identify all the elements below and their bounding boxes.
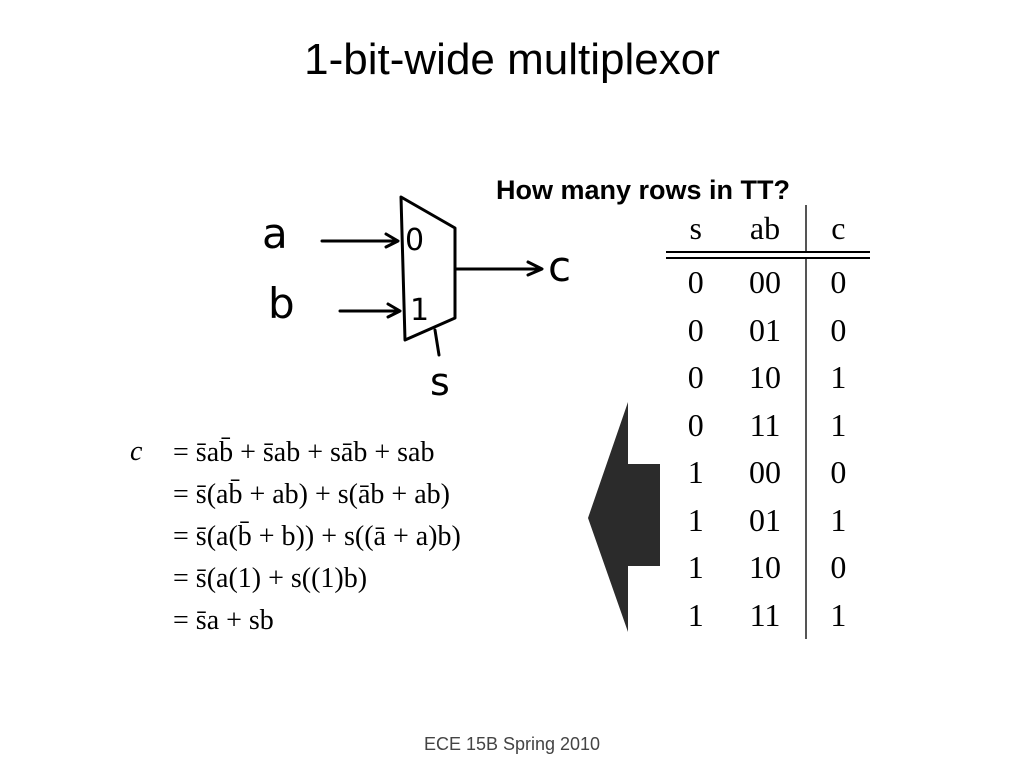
cell-s: 0 <box>687 264 704 300</box>
cell-ab: 00 <box>749 454 782 490</box>
cell-ab: 01 <box>749 311 782 348</box>
cell-c: 0 <box>804 449 870 497</box>
cell-c: 1 <box>804 354 870 402</box>
header-c: c <box>804 205 870 251</box>
mux-body <box>399 195 457 342</box>
header-s: s <box>689 210 702 246</box>
input-b-arrowhead <box>386 302 402 319</box>
cell-c: 0 <box>804 544 870 592</box>
equation-line: = s̄(ab̄ + ab) + s(āb + ab) <box>173 479 450 510</box>
cell-s: 1 <box>687 596 704 633</box>
equation-line: = s̄(a(b̄ + b)) + s((ā + a)b) <box>173 521 461 552</box>
table-row: 1 01 1 <box>666 496 870 544</box>
cell-ab: 10 <box>749 359 782 395</box>
label-s: s <box>430 360 450 400</box>
cell-s: 1 <box>687 454 704 490</box>
cell-c: 1 <box>804 496 870 544</box>
output-c-group: c <box>480 245 571 291</box>
boolean-derivation: c = s̄ab̄ + s̄ab + sāb + sab = s̄(ab̄ + … <box>128 430 598 636</box>
cell-s: 0 <box>687 311 704 348</box>
equation-line: = s̄ab̄ + s̄ab + sāb + sab <box>173 437 435 468</box>
cell-s: 0 <box>687 406 704 443</box>
table-row: 1 00 0 <box>666 449 870 497</box>
input-a-arrowhead <box>384 232 400 249</box>
question-text: How many rows in TT? <box>496 175 791 205</box>
cell-c: 0 <box>804 306 870 354</box>
mux-diagram: a b 0 1 s <box>262 195 488 400</box>
cell-c: 1 <box>804 591 870 639</box>
select-wire <box>433 328 441 357</box>
cell-ab: 00 <box>749 264 782 300</box>
label-port-1: 1 <box>410 293 429 328</box>
table-row: 1 11 1 <box>666 591 870 639</box>
label-port-0: 0 <box>405 223 424 258</box>
truth-table-header: s ab c <box>666 205 870 251</box>
label-c: c <box>548 245 571 291</box>
truth-table: s ab c 0 00 0 0 01 0 0 10 1 0 11 1 1 00 … <box>666 205 870 639</box>
equation-line: = s̄a + sb <box>173 605 274 636</box>
cell-s: 1 <box>687 549 704 585</box>
cell-ab: 11 <box>749 406 781 443</box>
equation-lhs: c <box>130 436 143 467</box>
table-row: 0 10 1 <box>666 354 870 402</box>
table-row: 0 00 0 <box>666 259 870 307</box>
label-a: a <box>262 209 288 258</box>
table-row: 0 11 1 <box>666 401 870 449</box>
cell-c: 1 <box>804 401 870 449</box>
cell-c: 0 <box>804 259 870 307</box>
table-row: 1 10 0 <box>666 544 870 592</box>
slide-footer: ECE 15B Spring 2010 <box>423 734 601 754</box>
cell-s: 1 <box>687 501 704 538</box>
header-ab: ab <box>749 210 781 246</box>
header-double-rule <box>666 251 870 259</box>
equation-line: = s̄(a(1) + s((1)b) <box>173 563 368 594</box>
label-b: b <box>268 279 295 328</box>
cell-ab: 10 <box>749 549 782 585</box>
cell-ab: 01 <box>749 501 782 538</box>
cell-ab: 11 <box>749 596 781 633</box>
output-c-arrowhead <box>526 260 544 277</box>
table-row: 0 01 0 <box>666 306 870 354</box>
cell-s: 0 <box>687 359 704 395</box>
slide-title: 1-bit-wide multiplexor <box>304 35 720 84</box>
left-arrow-icon <box>588 402 660 632</box>
